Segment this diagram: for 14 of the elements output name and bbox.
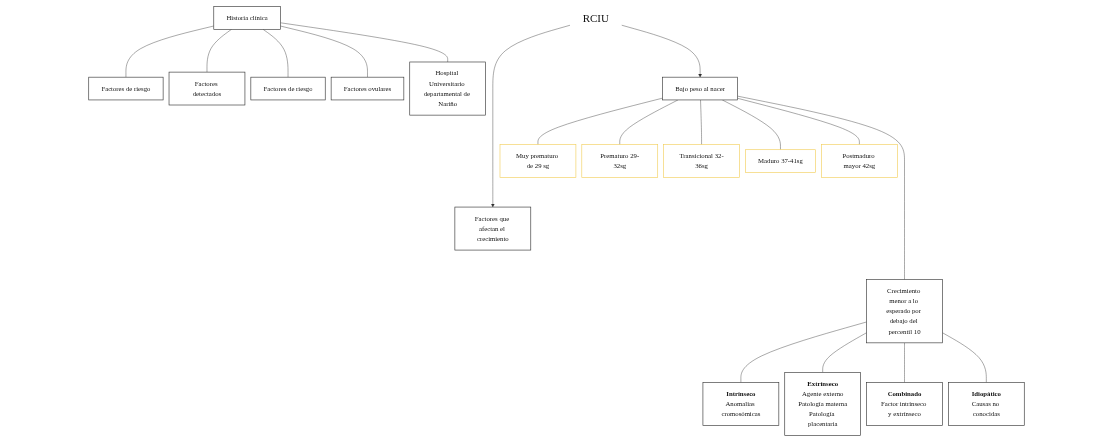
connector	[262, 29, 289, 78]
connector	[125, 25, 214, 78]
connector	[942, 332, 987, 383]
connector	[737, 98, 860, 145]
connector	[822, 332, 867, 373]
connector	[737, 95, 905, 280]
node-text: RCIU	[582, 11, 609, 25]
connector	[280, 22, 448, 63]
connector	[280, 25, 368, 78]
connector	[904, 342, 905, 383]
connector	[537, 97, 663, 145]
connector	[740, 321, 867, 383]
connector	[700, 99, 702, 145]
connector	[206, 29, 232, 73]
